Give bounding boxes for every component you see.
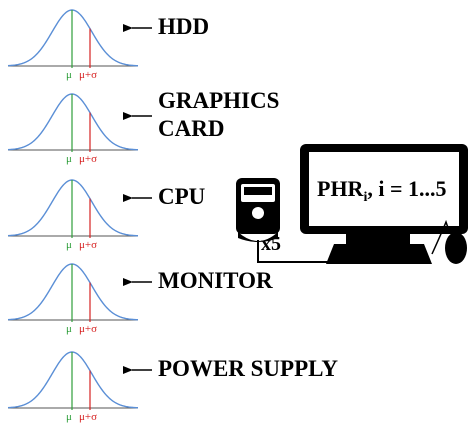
bell-curve bbox=[7, 9, 139, 67]
sigma-label: μ+σ bbox=[79, 239, 97, 251]
sigma-label: μ+σ bbox=[79, 69, 97, 81]
component-label: GRAPHICS bbox=[158, 88, 279, 113]
component-label: POWER SUPPLY bbox=[158, 356, 338, 381]
screen-text-rest: , i = 1...5 bbox=[367, 176, 446, 201]
bell-curve bbox=[7, 351, 139, 409]
sigma-label: μ+σ bbox=[79, 153, 97, 165]
power-meter-icon bbox=[236, 178, 280, 242]
screen-text: PHRi, i = 1...5 bbox=[317, 176, 447, 205]
sigma-label: μ+σ bbox=[79, 323, 97, 335]
mean-label: μ bbox=[66, 323, 72, 335]
bell-curve bbox=[7, 93, 139, 151]
component-panel-psu: μ μ+σ POWER SUPPLY bbox=[7, 351, 338, 423]
component-panel-gpu: μ μ+σ GRAPHICS CARD bbox=[7, 88, 279, 165]
component-label: CARD bbox=[158, 116, 224, 141]
component-label: MONITOR bbox=[158, 268, 273, 293]
sigma-label: μ+σ bbox=[79, 411, 97, 423]
screen-text-main: PHR bbox=[317, 176, 365, 201]
desktop-computer-icon bbox=[300, 144, 468, 264]
screen-text-sub: i bbox=[363, 190, 367, 205]
mean-label: μ bbox=[66, 69, 72, 81]
component-panel-hdd: μ μ+σ HDD bbox=[7, 9, 209, 81]
mouse-icon bbox=[445, 232, 467, 264]
mouse-cable bbox=[431, 219, 451, 255]
component-label: HDD bbox=[158, 14, 209, 39]
bell-curve bbox=[7, 263, 139, 321]
mean-label: μ bbox=[66, 411, 72, 423]
component-label: CPU bbox=[158, 184, 206, 209]
multiplier-label: x5 bbox=[261, 233, 281, 255]
bell-curve bbox=[7, 179, 139, 237]
component-panel-mon: μ μ+σ MONITOR bbox=[7, 263, 273, 335]
component-panel-cpu: μ μ+σ CPU bbox=[7, 179, 206, 251]
mean-label: μ bbox=[66, 153, 72, 165]
mean-label: μ bbox=[66, 239, 72, 251]
